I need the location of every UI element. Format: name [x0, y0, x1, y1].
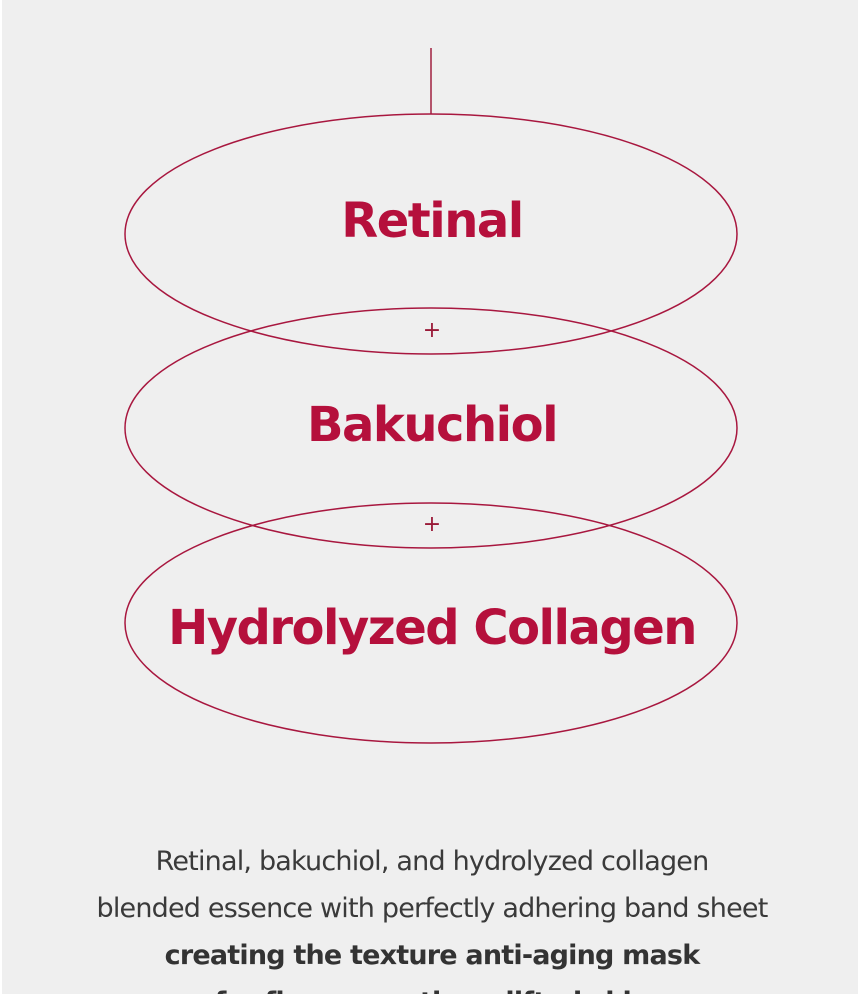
description-highlight: creating the texture anti-aging mask — [164, 940, 701, 971]
ingredient-retinal: Retinal — [341, 193, 524, 249]
description-line: Retinal, bakuchiol, and hydrolyzed colla… — [155, 846, 710, 877]
ingredient-diagram — [124, 48, 738, 744]
ingredient-hydrolyzed-collagen: Hydrolyzed Collagen — [168, 600, 697, 656]
ellipse-bakuchiol — [124, 307, 738, 549]
description-highlight: for firm, smooth, uplifted skin — [2, 979, 858, 994]
plus-separator: + — [422, 318, 442, 343]
ellipse-hydrolyzed-collagen — [124, 502, 738, 744]
ingredient-bakuchiol: Bakuchiol — [306, 397, 559, 453]
ellipse-retinal — [124, 113, 738, 355]
description-line: blended essence with perfectly adhering … — [96, 893, 768, 924]
plus-separator: + — [422, 512, 442, 537]
